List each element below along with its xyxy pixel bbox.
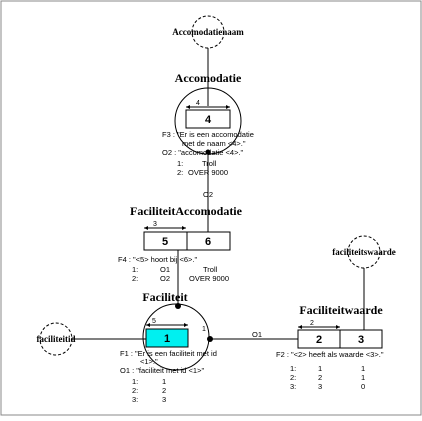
connector-label-o1: O1 <box>252 330 262 339</box>
uniqueness-arrow-right <box>182 226 186 230</box>
uniqueness-label-faciliteit: 5 <box>152 318 156 325</box>
pop-fac-row1-num: 1: <box>132 377 138 386</box>
pop-acc-row2-num: 2: <box>177 168 183 177</box>
value-type-accomodatienaam[interactable] <box>191 15 225 49</box>
value-type-accomodatienaam-label: Accomodatienaam <box>172 27 244 37</box>
pop-fw-row2-b: 1 <box>361 373 365 382</box>
pop-fw-row1-a: 1 <box>318 364 322 373</box>
pop-fa-row2-b: OVER 9000 <box>189 274 229 283</box>
fact-f1-line2: <1>." <box>140 357 158 366</box>
entity-faciliteitaccomodatie-title: FaciliteitAccomodatie <box>130 204 243 218</box>
pop-fa-row2-a: O2 <box>160 274 170 283</box>
fact-f2-line: F2 : "<2> heeft als waarde <3>." <box>276 350 384 359</box>
fact-o2-line: O2 : "accomodatie <4>." <box>162 148 244 157</box>
role-label-6: 6 <box>205 236 211 248</box>
pop-fw-row1-b: 1 <box>361 364 365 373</box>
role-box-3[interactable] <box>339 329 383 349</box>
value-type-faciliteitid-label: faciliteitid <box>37 334 76 344</box>
uniqueness-arrow-left <box>186 105 190 109</box>
fact-f3-line2: met de naam <4>." <box>182 139 246 148</box>
population-accomodatie: 1: Troll 2: OVER 9000 <box>177 159 228 177</box>
fact-f1-line1: F1 : "Er is een faciliteit met id <box>120 349 217 358</box>
pop-fac-row3-num: 3: <box>132 395 138 404</box>
pop-fac-row1-value: 1 <box>162 377 166 386</box>
connector-label-1: 1 <box>202 326 206 333</box>
pop-fw-row3-num: 3: <box>290 382 296 391</box>
pop-acc-row1-value: Troll <box>202 159 217 168</box>
uniqueness-arrow-left <box>298 325 302 329</box>
uniqueness-label-accomodatie: 4 <box>196 100 200 107</box>
entity-faciliteitwaarde-title: Faciliteitwaarde <box>299 303 383 317</box>
uniqueness-label-facacc: 3 <box>153 221 157 228</box>
connector-label-o2: O2 <box>203 190 213 199</box>
population-faciliteitaccomodatie: 1: O1 Troll 2: O2 OVER 9000 <box>132 265 229 283</box>
role-label-4: 4 <box>205 114 212 126</box>
role-label-5: 5 <box>162 236 168 248</box>
pop-fw-row2-num: 2: <box>290 373 296 382</box>
role-label-3: 3 <box>358 334 364 346</box>
uniqueness-arrow-right <box>184 323 188 327</box>
entity-faciliteit-title: Faciliteit <box>142 290 187 304</box>
mandatory-dot-faciliteit-right <box>207 336 213 342</box>
role-label-1: 1 <box>164 333 170 345</box>
population-faciliteit: 1: 1 2: 2 3: 3 <box>132 377 166 404</box>
uniqueness-label-faciliteitwaarde: 2 <box>310 320 314 327</box>
uniqueness-arrow-right <box>336 325 340 329</box>
population-faciliteitwaarde: 1: 1 1 2: 2 1 3: 3 0 <box>290 364 365 391</box>
role-label-2: 2 <box>316 334 322 346</box>
pop-fa-row1-b: Troll <box>203 265 218 274</box>
role-box-1[interactable] <box>145 328 189 348</box>
fact-f3-line1: F3 : "Er is een accomodatie <box>162 130 254 139</box>
pop-acc-row2-value: OVER 9000 <box>188 168 228 177</box>
pop-acc-row1-num: 1: <box>177 159 183 168</box>
pop-fa-row1-num: 1: <box>132 265 138 274</box>
pop-fw-row3-b: 0 <box>361 382 365 391</box>
entity-accomodatie-title: Accomodatie <box>175 71 242 85</box>
fact-o1-line: O1 : "faciliteit met id <1>" <box>120 366 204 375</box>
role-box-4[interactable] <box>185 109 231 129</box>
uniqueness-arrow-left <box>144 226 148 230</box>
pop-fa-row2-num: 2: <box>132 274 138 283</box>
fact-f4-line: F4 : "<5> hoort bij <6>." <box>118 255 197 264</box>
pop-fac-row2-value: 2 <box>162 386 166 395</box>
pop-fac-row3-value: 3 <box>162 395 166 404</box>
mandatory-dot-accomodatie <box>205 149 211 155</box>
pop-fw-row2-a: 2 <box>318 373 322 382</box>
pop-fa-row1-a: O1 <box>160 265 170 274</box>
uniqueness-arrow-left <box>146 323 150 327</box>
uniqueness-arrow-right <box>226 105 230 109</box>
value-type-faciliteitswaarde-label: faciliteitswaarde <box>332 247 395 257</box>
value-type-faciliteitid[interactable] <box>39 322 73 356</box>
value-type-faciliteitswaarde[interactable] <box>347 235 381 269</box>
pop-fw-row3-a: 3 <box>318 382 322 391</box>
pop-fac-row2-num: 2: <box>132 386 138 395</box>
pop-fw-row1-num: 1: <box>290 364 296 373</box>
role-box-6[interactable] <box>186 231 231 251</box>
